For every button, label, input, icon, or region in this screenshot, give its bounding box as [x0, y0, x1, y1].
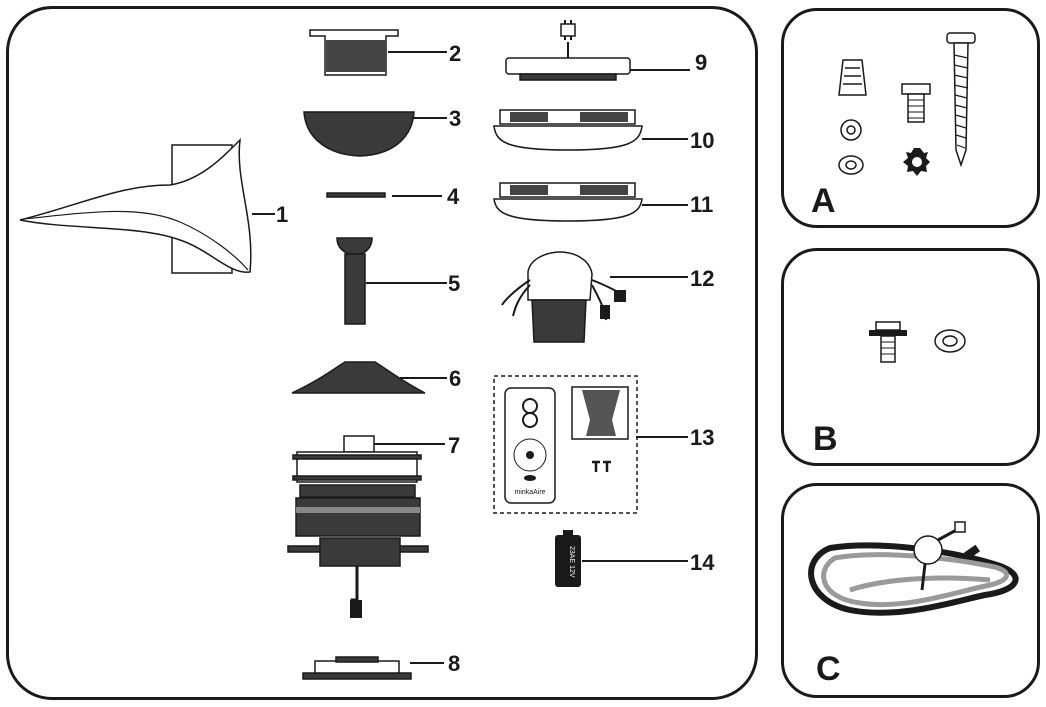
remote-brand-label: minkaAire: [514, 489, 545, 496]
part-number-14: 14: [690, 550, 715, 575]
hardware-bag-b-icon: [869, 321, 966, 363]
switch-housing-icon: [493, 109, 643, 151]
parts-panel: [6, 6, 758, 700]
part-number-13: 13: [690, 425, 714, 450]
hardware-panel-c: [781, 483, 1040, 698]
battery-label: 23AE 12V: [568, 546, 575, 578]
part-number-2: 2: [449, 41, 461, 66]
part-number-4: 4: [447, 184, 460, 209]
part-number-9: 9: [695, 50, 707, 75]
part-number-3: 3: [449, 106, 461, 131]
remote-control-icon: minkaAire: [493, 375, 638, 514]
light-kit-plate-icon: [505, 20, 631, 81]
part-number-7: 7: [448, 433, 460, 458]
hardware-bag-a-icon: [838, 32, 976, 176]
hardware-panel-b: [781, 248, 1040, 466]
switch-housing-cover-icon: [493, 182, 643, 222]
fan-blade-icon: [19, 137, 252, 274]
battery-icon: 23AE 12V: [555, 530, 581, 587]
canopy-cover-icon: [291, 361, 426, 394]
hardware-letter-a: A: [811, 182, 836, 220]
canopy-ring-icon: [326, 192, 386, 198]
canopy-icon: [303, 111, 415, 157]
hardware-letter-b: B: [813, 420, 838, 458]
hardware-letter-c: C: [816, 650, 841, 688]
motor-assembly-icon: [287, 435, 429, 618]
part-number-6: 6: [449, 366, 461, 391]
downrod-icon: [336, 237, 373, 325]
cap-plate-icon: [302, 656, 412, 680]
part-number-10: 10: [690, 128, 714, 153]
part-number-1: 1: [276, 202, 288, 227]
part-number-11: 11: [690, 192, 713, 217]
hardware-panel-a: [781, 8, 1040, 228]
receiver-icon: [501, 251, 626, 343]
part-number-5: 5: [448, 271, 460, 296]
mounting-bracket-icon: [309, 29, 399, 76]
safety-cable-icon: [808, 521, 1019, 616]
part-number-8: 8: [448, 651, 460, 676]
part-number-12: 12: [690, 266, 714, 291]
